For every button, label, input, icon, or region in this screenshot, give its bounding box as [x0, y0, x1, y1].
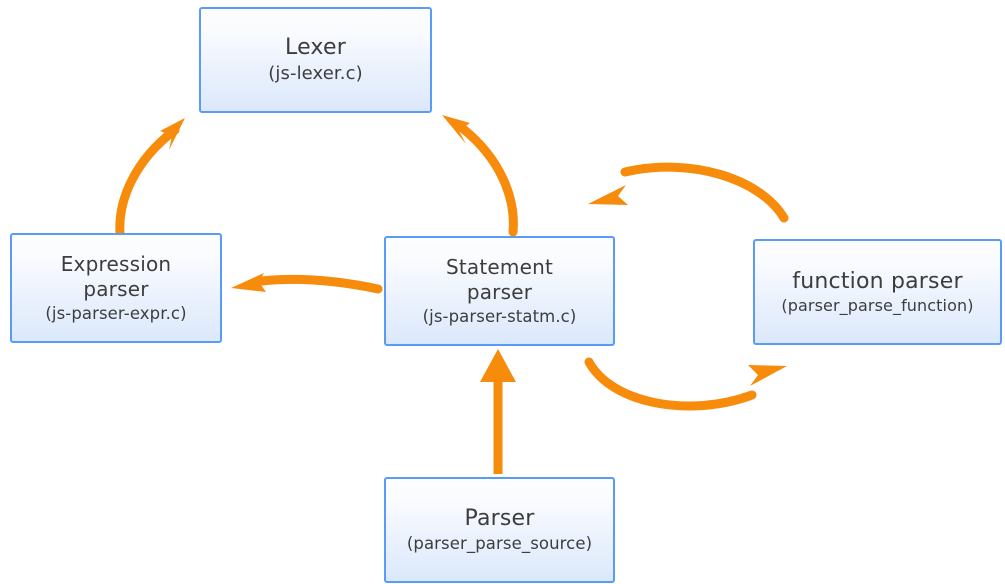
node-function-parser-title: function parser [792, 268, 963, 294]
node-parser[interactable]: Parser (parser_parse_source) [384, 477, 615, 583]
node-expression-parser-title-line1: Expression [60, 252, 172, 277]
node-lexer[interactable]: Lexer (js-lexer.c) [199, 7, 432, 113]
edge-function-to-statement [588, 162, 789, 223]
node-function-parser-subtitle: (parser_parse_function) [781, 295, 974, 315]
node-lexer-title: Lexer [285, 35, 346, 61]
edge-statement-to-function [584, 357, 787, 411]
edge-statement-to-lexer [442, 115, 518, 237]
node-statement-parser-subtitle: (js-parser-statm.c) [422, 307, 577, 327]
node-statement-parser-title-line2: parser [466, 280, 533, 305]
node-expression-parser-title-line2: parser [83, 277, 149, 302]
edge-expression-to-lexer [115, 118, 185, 238]
node-parser-title: Parser [464, 506, 535, 532]
node-statement-parser-title-line1: Statement [445, 255, 554, 280]
node-parser-subtitle: (parser_parse_source) [406, 534, 593, 554]
node-lexer-subtitle: (js-lexer.c) [268, 63, 363, 85]
edge-statement-to-expression [231, 273, 383, 294]
edge-parser-to-statement [480, 349, 516, 474]
node-expression-parser[interactable]: Expression parser (js-parser-expr.c) [10, 233, 222, 343]
node-function-parser[interactable]: function parser (parser_parse_function) [753, 239, 1002, 345]
node-statement-parser[interactable]: Statement parser (js-parser-statm.c) [384, 236, 615, 346]
node-expression-parser-subtitle: (js-parser-expr.c) [45, 304, 187, 324]
